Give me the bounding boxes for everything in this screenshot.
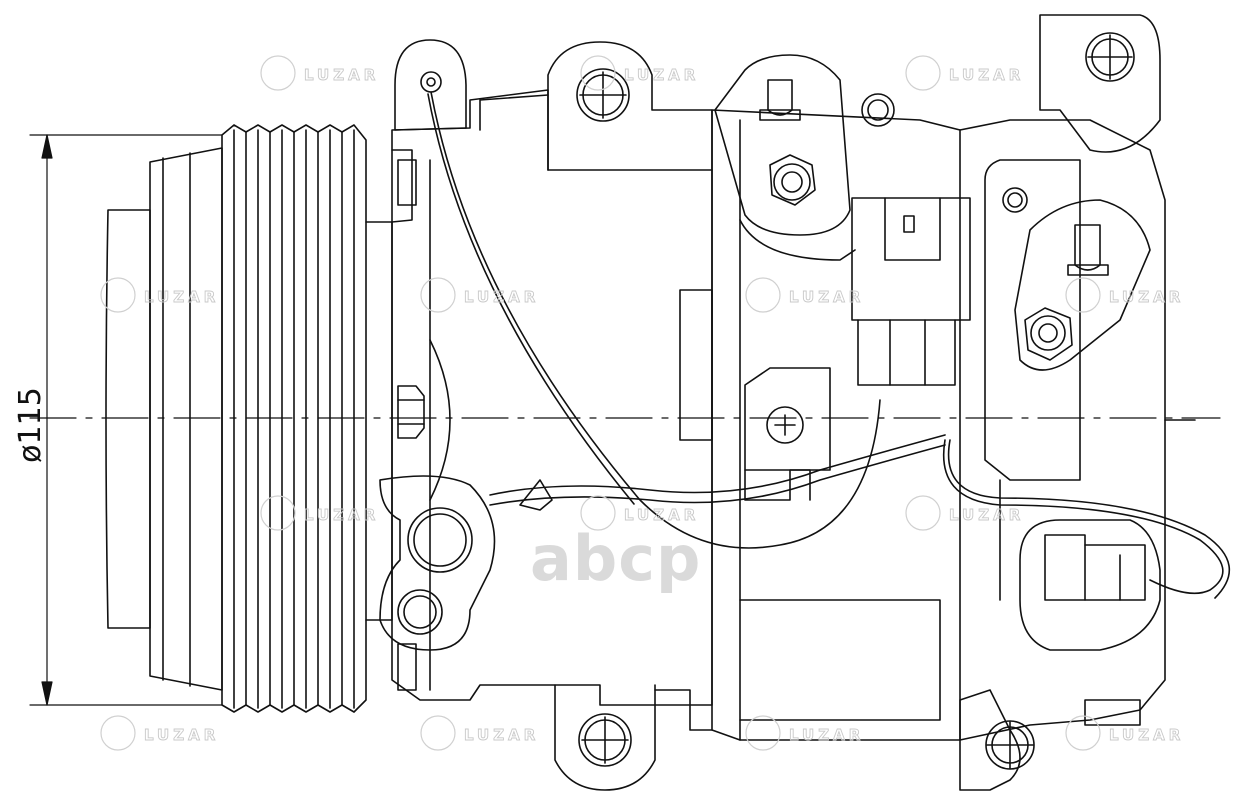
diameter-label: ø115 bbox=[13, 387, 48, 463]
bottom-mounting-ear bbox=[554, 684, 713, 791]
watermark-logo: LUZAR bbox=[100, 277, 219, 313]
upper-port-flange bbox=[714, 54, 895, 236]
watermark-logo: LUZAR bbox=[420, 277, 539, 313]
watermark-logo: LUZAR bbox=[420, 715, 539, 751]
diameter-dimension bbox=[29, 134, 223, 706]
rear-port-flange bbox=[1014, 199, 1151, 371]
upper-hex-nut bbox=[769, 154, 816, 206]
svg-text:LUZAR: LUZAR bbox=[789, 288, 864, 306]
wire-harness-upper bbox=[430, 91, 881, 549]
watermark-grid: LUZAR LUZAR LUZAR LUZAR LUZAR LUZAR LUZA… bbox=[100, 55, 1184, 751]
wire-clamp-top bbox=[394, 39, 467, 131]
watermark-logo: LUZAR bbox=[580, 495, 699, 531]
front-housing bbox=[391, 89, 713, 706]
svg-text:LUZAR: LUZAR bbox=[144, 726, 219, 744]
watermark-logo: LUZAR bbox=[1065, 715, 1184, 751]
top-mounting-ear bbox=[479, 41, 713, 171]
watermark-logo: LUZAR bbox=[905, 55, 1024, 91]
svg-text:LUZAR: LUZAR bbox=[464, 288, 539, 306]
front-hex-bolt bbox=[397, 385, 425, 439]
watermark-logo: LUZAR bbox=[905, 495, 1024, 531]
rear-wire bbox=[943, 439, 1224, 595]
front-lower-bosses bbox=[379, 475, 496, 651]
svg-text:LUZAR: LUZAR bbox=[1109, 288, 1184, 306]
svg-text:LUZAR: LUZAR bbox=[144, 288, 219, 306]
clutch-hub bbox=[149, 147, 223, 691]
svg-text:LUZAR: LUZAR bbox=[304, 66, 379, 84]
watermark-logo: LUZAR bbox=[260, 55, 379, 91]
watermark-logo: LUZAR bbox=[745, 715, 864, 751]
svg-text:LUZAR: LUZAR bbox=[949, 66, 1024, 84]
svg-text:LUZAR: LUZAR bbox=[624, 506, 699, 524]
abcp-watermark: abcp bbox=[530, 522, 701, 595]
svg-text:LUZAR: LUZAR bbox=[949, 506, 1024, 524]
watermark-logo: LUZAR bbox=[580, 55, 699, 91]
electrical-connector bbox=[851, 197, 971, 386]
svg-text:LUZAR: LUZAR bbox=[624, 66, 699, 84]
watermark-logo: LUZAR bbox=[260, 495, 379, 531]
watermark-logo: LUZAR bbox=[100, 715, 219, 751]
svg-text:LUZAR: LUZAR bbox=[1109, 726, 1184, 744]
watermark-logo: LUZAR bbox=[745, 277, 864, 313]
svg-text:LUZAR: LUZAR bbox=[304, 506, 379, 524]
watermark-logo: LUZAR bbox=[1065, 277, 1184, 313]
clutch-front-plate bbox=[105, 209, 151, 629]
svg-text:LUZAR: LUZAR bbox=[464, 726, 539, 744]
rear-connector bbox=[943, 439, 1231, 651]
rear-hex-nut bbox=[1024, 307, 1073, 361]
rear-housing bbox=[959, 14, 1196, 791]
middle-housing bbox=[679, 109, 961, 741]
wire-harness-lower bbox=[489, 434, 946, 496]
svg-text:LUZAR: LUZAR bbox=[789, 726, 864, 744]
